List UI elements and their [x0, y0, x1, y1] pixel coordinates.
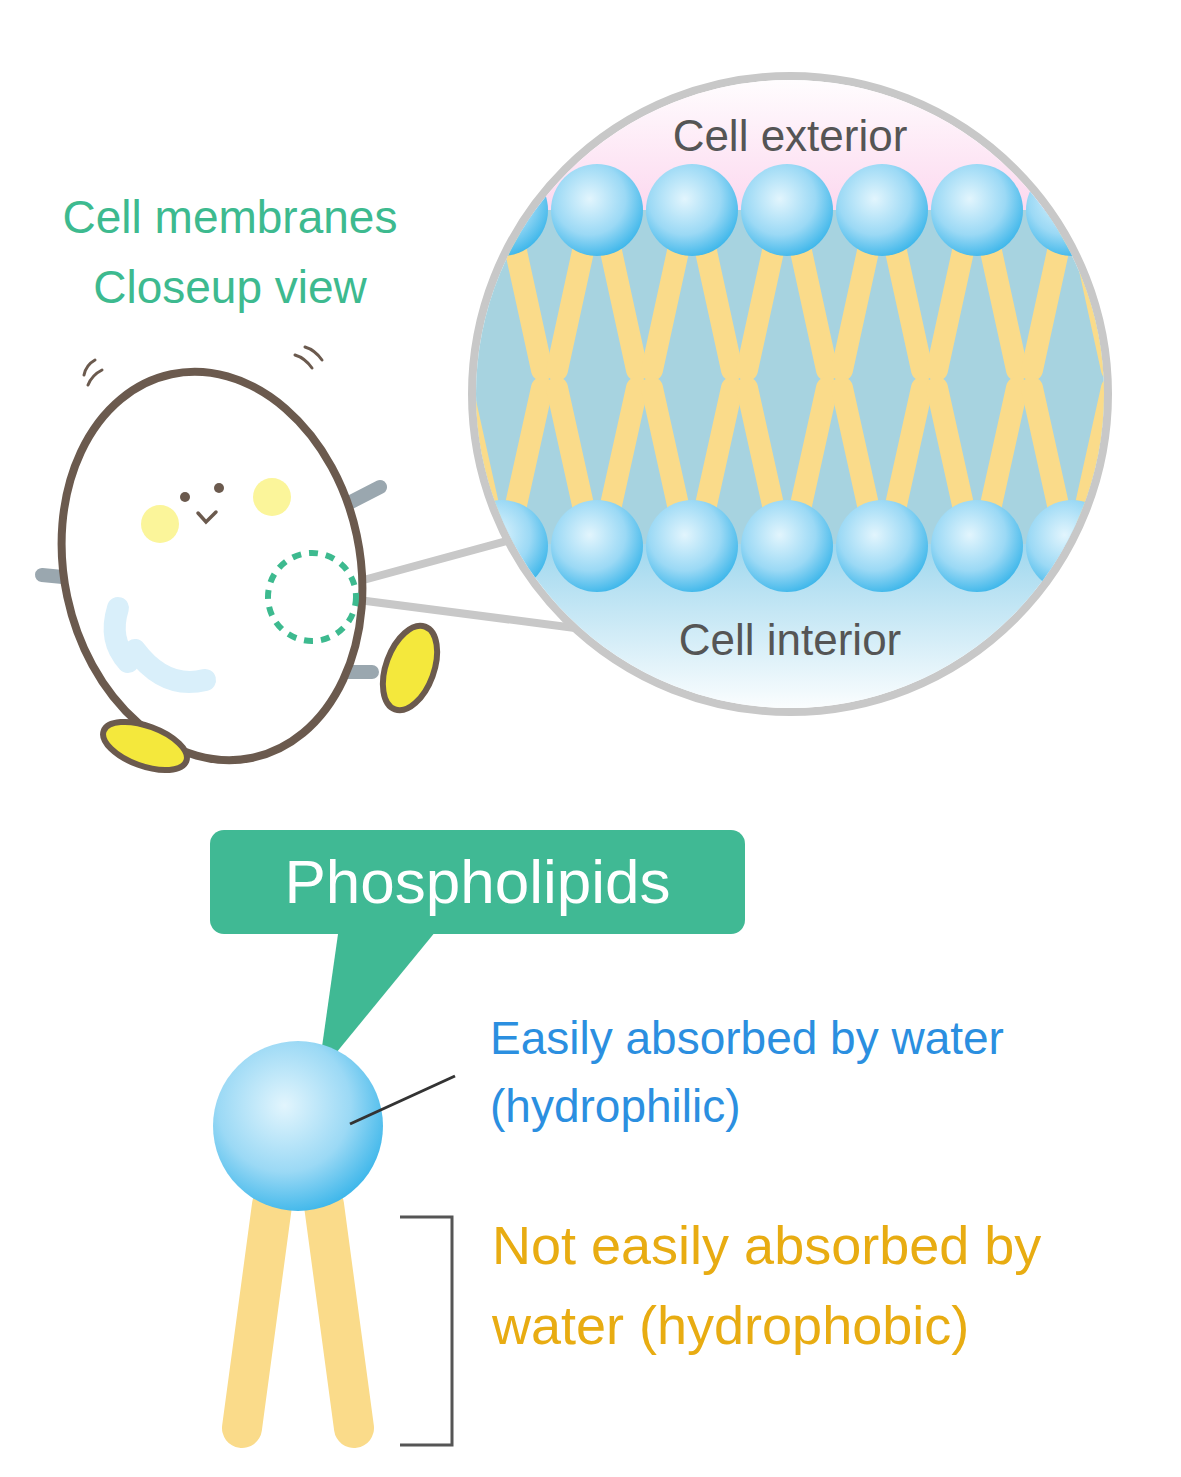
hydrophilic-label: Easily absorbed by water (hydrophilic)	[490, 1004, 1010, 1140]
hydrophobic-label: Not easily absorbed by water (hydrophobi…	[492, 1205, 1082, 1365]
leader-line	[350, 1076, 455, 1124]
phospholipid-molecule	[213, 1041, 383, 1428]
label-box: Phospholipids	[210, 830, 745, 934]
cell-character	[26, 344, 447, 789]
region-label: Cell interior	[476, 612, 1104, 668]
membrane-bilayer	[476, 80, 1104, 708]
region-label: Cell exterior	[476, 108, 1104, 164]
bracket	[400, 1217, 452, 1445]
box-label: Phospholipids	[248, 844, 707, 920]
title: Cell membranes Closeup view	[10, 182, 450, 322]
closeup-circle: Cell exteriorCell interior	[468, 72, 1112, 716]
